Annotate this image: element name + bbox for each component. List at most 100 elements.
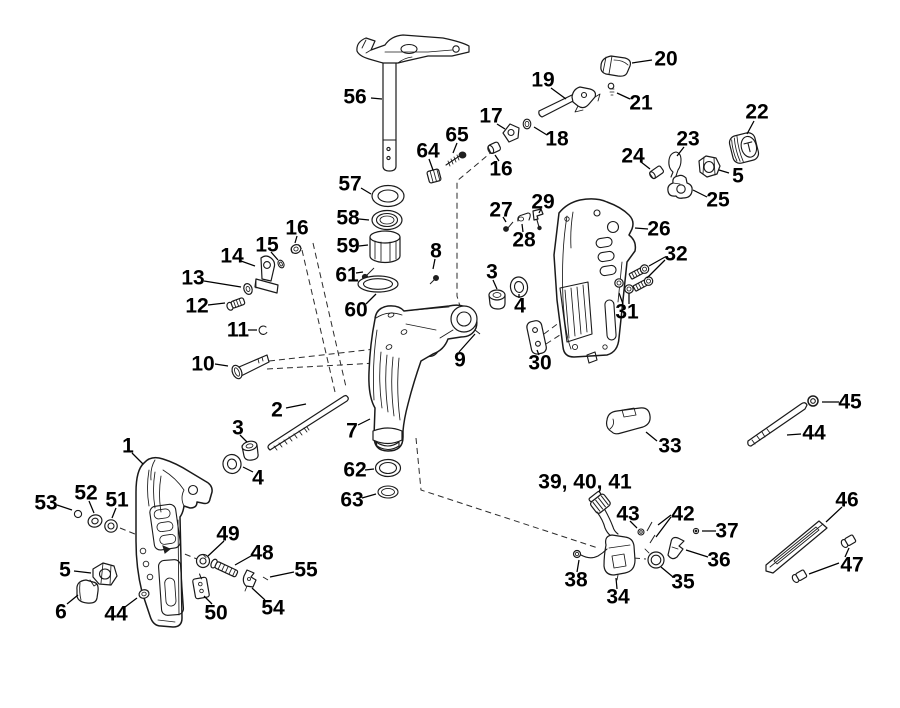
callout-leader-line bbox=[645, 431, 658, 442]
callout-39-40-41: 39, 40, 41 bbox=[538, 471, 632, 494]
axis-dash-line bbox=[312, 242, 347, 388]
axis-dash-line bbox=[301, 249, 336, 393]
callout-50: 50 bbox=[204, 602, 227, 625]
callout-leader-line bbox=[576, 559, 580, 573]
callout-21: 21 bbox=[629, 92, 653, 115]
part-washer-51 bbox=[104, 519, 118, 533]
part-nut-5-upper bbox=[698, 155, 721, 178]
callout-leader-lines bbox=[56, 59, 850, 608]
callout-15: 15 bbox=[255, 234, 279, 257]
callout-12: 12 bbox=[185, 295, 208, 318]
callout-leader-line bbox=[786, 433, 802, 436]
callout-42: 42 bbox=[671, 503, 694, 526]
part-washer-4-left bbox=[222, 453, 242, 475]
part-stud-65 bbox=[445, 151, 467, 167]
part-clip-23 bbox=[668, 151, 682, 178]
part-pin-9 bbox=[474, 329, 481, 335]
callout-48: 48 bbox=[250, 542, 274, 565]
callout-32: 32 bbox=[664, 243, 687, 266]
callout-leader-line bbox=[358, 244, 369, 247]
part-bushing-16-upper bbox=[487, 141, 501, 154]
callout-leader-line bbox=[825, 506, 843, 523]
axis-dash-line bbox=[415, 437, 599, 549]
callout-58: 58 bbox=[336, 207, 360, 230]
callout-leader-line bbox=[428, 158, 434, 171]
callout-25: 25 bbox=[706, 189, 730, 212]
callout-45: 45 bbox=[838, 391, 862, 414]
part-clip-54 bbox=[242, 569, 257, 592]
callout-leader-line bbox=[657, 514, 672, 526]
callout-leader-line bbox=[538, 208, 542, 214]
part-anode-46 bbox=[765, 520, 828, 574]
part-oring-43 bbox=[637, 528, 645, 536]
axis-dash-line bbox=[266, 362, 378, 370]
callout-8: 8 bbox=[430, 240, 442, 263]
part-plate-30 bbox=[526, 320, 547, 355]
part-bolt-10 bbox=[231, 354, 270, 380]
callout-61: 61 bbox=[335, 264, 359, 287]
part-stern-bracket-1 bbox=[135, 456, 213, 628]
callout-leader-line bbox=[124, 597, 138, 608]
part-link-rod-19 bbox=[538, 86, 601, 118]
callout-35: 35 bbox=[671, 571, 695, 594]
part-cap-22 bbox=[728, 132, 760, 164]
callout-27: 27 bbox=[489, 199, 512, 222]
callout-leader-line bbox=[676, 146, 685, 157]
callout-leader-line bbox=[66, 594, 79, 605]
part-bracket-17 bbox=[502, 123, 520, 143]
part-screw-12 bbox=[226, 297, 246, 311]
callout-43: 43 bbox=[616, 503, 639, 526]
callout-leader-line bbox=[242, 466, 254, 473]
callout-2: 2 bbox=[271, 399, 283, 422]
part-clip-53 bbox=[73, 509, 83, 519]
callout-51: 51 bbox=[105, 489, 129, 512]
part-cap-6 bbox=[76, 579, 99, 604]
callout-62: 62 bbox=[343, 459, 366, 482]
callout-leader-line bbox=[207, 302, 226, 306]
part-grommet-35 bbox=[644, 548, 665, 569]
callout-20: 20 bbox=[654, 48, 677, 71]
callout-3: 3 bbox=[232, 417, 244, 440]
callout-52: 52 bbox=[74, 482, 97, 505]
part-screw-27 bbox=[503, 221, 514, 232]
part-plate-50 bbox=[192, 573, 210, 600]
callout-5: 5 bbox=[732, 165, 744, 188]
callout-44: 44 bbox=[104, 603, 128, 626]
part-cable-38 bbox=[572, 548, 608, 559]
callout-leader-line bbox=[355, 271, 364, 274]
part-oring-18 bbox=[522, 118, 532, 130]
callout-49: 49 bbox=[216, 523, 239, 546]
callout-29: 29 bbox=[531, 191, 554, 214]
callout-5: 5 bbox=[59, 559, 71, 582]
callout-leader-line bbox=[56, 504, 73, 511]
callout-30: 30 bbox=[528, 352, 551, 375]
callout-46: 46 bbox=[835, 489, 858, 512]
part-screw-47a bbox=[840, 534, 857, 549]
callout-leader-line bbox=[550, 87, 567, 100]
callout-leader-line bbox=[615, 577, 618, 590]
callout-14: 14 bbox=[220, 245, 244, 268]
part-pin-55 bbox=[262, 576, 269, 581]
callout-60: 60 bbox=[344, 299, 367, 322]
callout-7: 7 bbox=[346, 420, 358, 443]
callout-6: 6 bbox=[55, 601, 67, 624]
callout-37: 37 bbox=[715, 520, 738, 543]
callout-leader-line bbox=[746, 120, 755, 135]
part-nut-5-lower bbox=[92, 562, 118, 586]
callout-28: 28 bbox=[512, 229, 536, 252]
callout-4: 4 bbox=[252, 467, 264, 490]
part-bracket-14 bbox=[254, 255, 279, 294]
callout-leader-line bbox=[207, 540, 225, 557]
callout-leader-line bbox=[361, 493, 377, 499]
callout-leader-line bbox=[496, 123, 506, 130]
callout-leader-line bbox=[660, 566, 674, 578]
callout-leader-line bbox=[357, 418, 371, 426]
callout-31: 31 bbox=[615, 301, 639, 324]
callout-leader-line bbox=[631, 59, 653, 64]
callout-leader-line bbox=[655, 516, 672, 538]
callout-leader-line bbox=[536, 349, 540, 356]
callout-33: 33 bbox=[658, 435, 681, 458]
callout-26: 26 bbox=[647, 218, 670, 241]
